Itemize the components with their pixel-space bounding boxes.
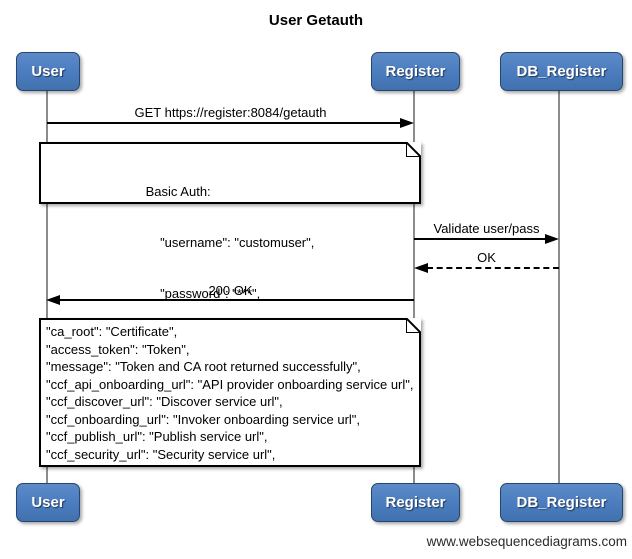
arrowhead-right-icon	[400, 118, 414, 128]
note-line: "ccf_security_url": "Security service ur…	[46, 446, 276, 462]
note-line: "message": "Token and CA root returned s…	[46, 359, 361, 374]
lifeline-db-register	[558, 91, 560, 484]
watermark: www.websequencediagrams.com	[426, 534, 627, 549]
note-line: "access_token": "Token",	[46, 341, 190, 357]
note-line: "username": "customuser",	[145, 235, 315, 250]
message-label-get: GET https://register:8084/getauth	[134, 105, 327, 120]
arrowhead-left-icon	[46, 295, 60, 305]
note-text: Basic Auth: "username": "customuser", "p…	[145, 144, 315, 301]
message-label-200-ok: 200 OK	[208, 283, 253, 298]
actor-label: Register	[385, 494, 446, 511]
note-fold-icon	[406, 318, 421, 333]
actor-label: User	[31, 63, 65, 80]
arrowhead-left-icon	[414, 263, 428, 273]
message-line	[414, 238, 546, 240]
actor-label: User	[31, 494, 65, 511]
actor-box-db-register-bottom: DB_Register	[500, 483, 623, 522]
actor-box-db-register-top: DB_Register	[500, 52, 623, 91]
note-basic-auth: Basic Auth: "username": "customuser", "p…	[39, 142, 421, 301]
arrowhead-right-icon	[545, 234, 559, 244]
message-line	[47, 122, 401, 124]
note-line: "password": "***",	[145, 286, 261, 301]
message-line	[60, 299, 414, 301]
actor-label: Register	[385, 63, 446, 80]
lifeline-register	[413, 91, 415, 484]
diagram-title: User Getauth	[268, 12, 364, 29]
note-response-payload: "ca_root": "Certificate", "access_token"…	[39, 318, 421, 467]
actor-box-user-bottom: User	[16, 483, 80, 522]
actor-box-register-bottom: Register	[371, 483, 460, 522]
actor-label: DB_Register	[516, 494, 607, 511]
note-line: "ccf_publish_url": "Publish service url"…	[46, 429, 268, 444]
message-label-ok: OK	[477, 250, 496, 265]
actor-label: DB_Register	[516, 63, 607, 80]
message-line-dashed	[427, 267, 559, 269]
message-label-validate: Validate user/pass	[433, 221, 540, 236]
note-line: "ccf_discover_url": "Discover service ur…	[46, 394, 283, 409]
note-fold-icon	[406, 142, 421, 157]
note-line: "ca_root": "Certificate",	[46, 324, 178, 339]
actor-box-register-top: Register	[371, 52, 460, 91]
note-line: "ccf_api_onboarding_url": "API provider …	[46, 376, 414, 392]
note-line: "ccf_onboarding_url": "Invoker onboardin…	[46, 411, 361, 427]
note-line: Basic Auth:	[145, 184, 211, 199]
lifeline-user	[46, 91, 48, 484]
actor-box-user-top: User	[16, 52, 80, 91]
